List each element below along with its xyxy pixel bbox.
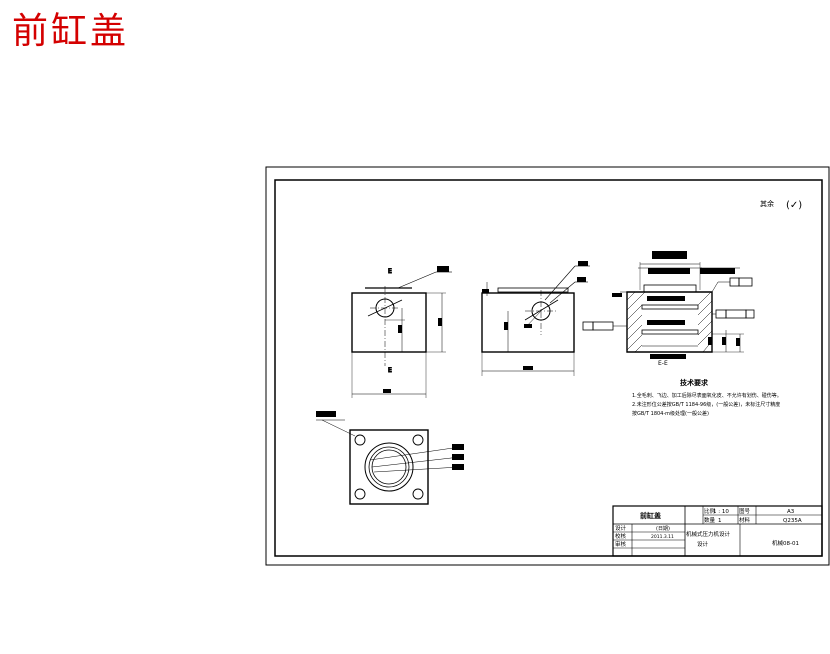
design-label: 设计: [615, 524, 627, 532]
side-view: [481, 261, 590, 376]
qty-label: 数量: [704, 516, 716, 524]
tech-req-heading: 技术要求: [680, 378, 709, 387]
section-label: E-E: [658, 360, 668, 367]
svg-text:E: E: [388, 367, 392, 374]
inner-frame: [274, 179, 823, 557]
section-view-ee: [582, 251, 755, 359]
part-name: 前缸盖: [640, 511, 661, 520]
sheet-label: 图号: [739, 507, 751, 515]
project-name: 机械式压力机设计: [686, 530, 731, 538]
tech-req-line-2: 2.未注形位公差按GB/T 1184-96级，(一般公差)，未标注尺寸精度: [632, 401, 780, 408]
svg-text:E: E: [388, 268, 392, 275]
date-value: 2011.3.11: [651, 534, 674, 540]
roughness-symbol: (✓): [786, 200, 802, 211]
tech-req-line-1: 1.全毛刺、飞边、加工后除尽表面氧化皮、不允许有划伤、碰伤等。: [632, 392, 782, 399]
page-title: 前缸盖: [12, 11, 130, 52]
scale-value: 1 : 10: [713, 509, 729, 515]
date-label: (日期): [656, 526, 670, 532]
review-label: 审核: [615, 540, 627, 548]
scale-label: 比例: [704, 507, 716, 515]
material-label: 材料: [739, 516, 751, 524]
material-value: Q235A: [783, 518, 802, 524]
flange-view: [316, 411, 464, 505]
sheet-value: A3: [787, 509, 795, 515]
outer-frame: [265, 166, 830, 566]
front-view-left: E E: [351, 266, 452, 398]
tech-req-line-3: 按GB/T 1804-m级处理(一般公差): [632, 410, 709, 417]
check-label: 校核: [615, 532, 627, 540]
title-block: [612, 505, 823, 557]
drawing-no: 机械08-01: [772, 539, 799, 547]
roughness-note: 其余: [760, 199, 774, 208]
qty-value: 1: [718, 518, 722, 524]
school-label: 设计: [697, 540, 709, 548]
